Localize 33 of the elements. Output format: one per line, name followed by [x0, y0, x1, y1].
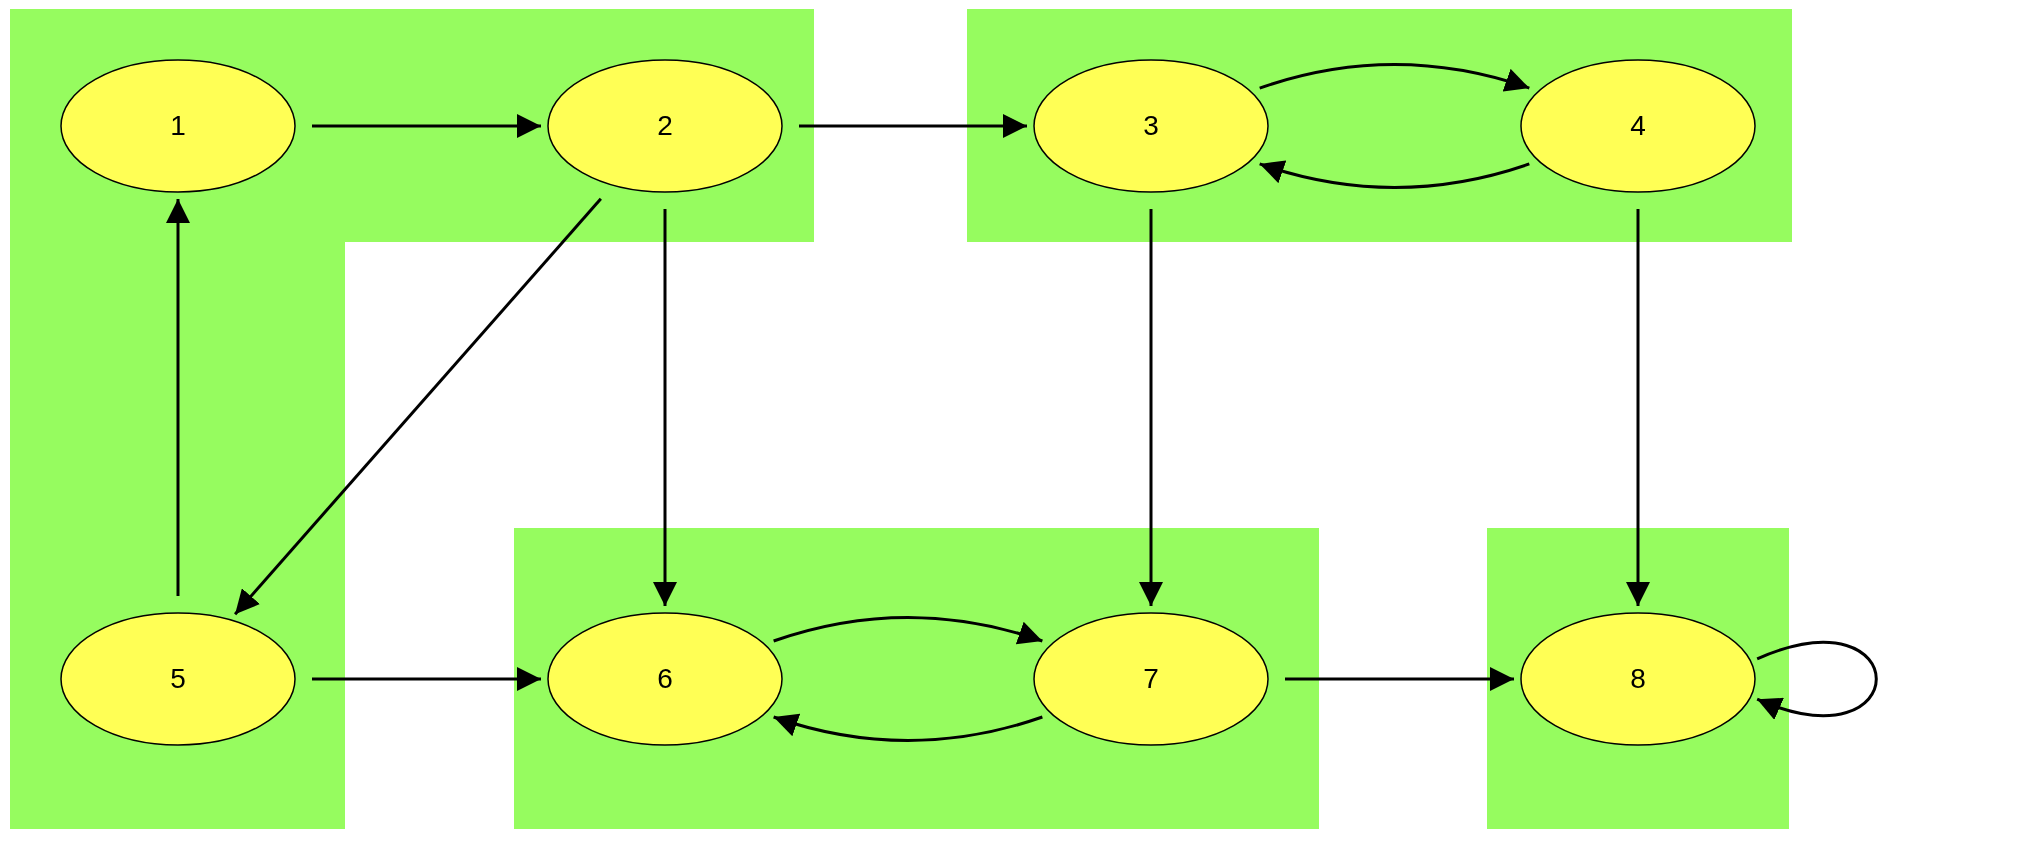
arrow: [1259, 63, 1530, 93]
graph-node: [1033, 59, 1269, 193]
arrow: [1756, 640, 1878, 719]
arrow: [773, 616, 1043, 646]
group-region: [514, 528, 1319, 829]
graph-node: [1033, 612, 1269, 746]
node-label: 6: [657, 663, 673, 695]
graph-node: [1520, 612, 1756, 746]
node-label: 7: [1143, 663, 1159, 695]
graph-node: [547, 59, 783, 193]
group-region: [967, 9, 1792, 242]
arrow: [1285, 667, 1514, 691]
graph-node: [1520, 59, 1756, 193]
group-region: [1487, 528, 1789, 829]
node-label: 1: [170, 110, 186, 142]
arrow: [1626, 209, 1650, 606]
arrow: [653, 209, 677, 606]
node-label: 4: [1630, 110, 1646, 142]
node-label: 8: [1630, 663, 1646, 695]
arrow: [233, 197, 602, 616]
node-label: 3: [1143, 110, 1159, 142]
graph-node: [547, 612, 783, 746]
graph-node: [60, 59, 296, 193]
arrow: [1259, 159, 1530, 189]
node-label: 5: [170, 663, 186, 695]
arrow: [312, 114, 541, 138]
arrow: [799, 114, 1027, 138]
arrow: [312, 667, 541, 691]
arrow: [166, 199, 190, 596]
arrow: [773, 712, 1043, 742]
graph-node: [60, 612, 296, 746]
node-label: 2: [657, 110, 673, 142]
arrow: [1139, 209, 1163, 606]
